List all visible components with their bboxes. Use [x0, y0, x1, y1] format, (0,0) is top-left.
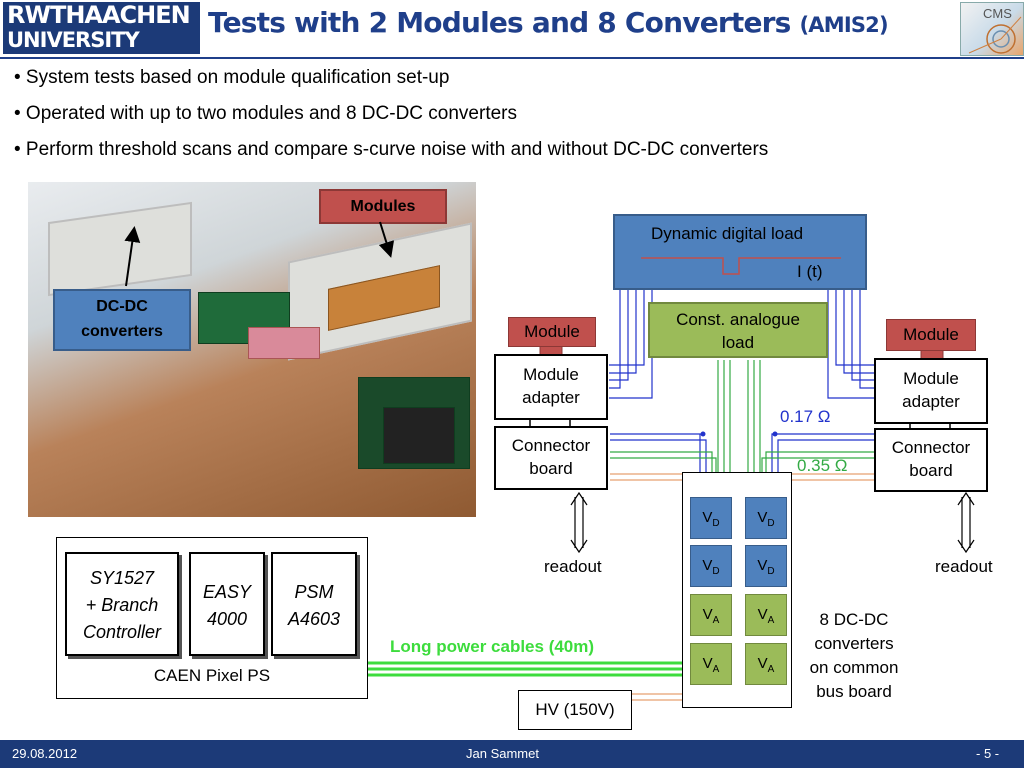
photo-board-pink	[248, 327, 320, 359]
connector-left-line2: board	[529, 459, 573, 478]
slide-title: Tests with 2 Modules and 8 Converters (A…	[208, 6, 889, 46]
photo-arrows	[124, 221, 395, 287]
long-cables-label: Long power cables (40m)	[390, 637, 595, 656]
title-suffix: (AMIS2)	[799, 13, 889, 37]
hv-lines	[610, 473, 876, 701]
converters-caption-2: converters	[814, 634, 894, 653]
hv-supply: HV (150V)	[518, 690, 632, 730]
dynamic-digital-load: Dynamic digital load I (t)	[613, 214, 867, 290]
current-label: I (t)	[797, 262, 823, 281]
sy-line3: Controller	[82, 622, 162, 642]
cms-event-icon	[968, 16, 1022, 54]
setup-photo: Modules DC-DC converters	[28, 182, 476, 517]
module-adapter-right: Module adapter	[874, 358, 988, 424]
analogue-supply-lines	[610, 360, 876, 472]
connector-left-line1: Connector	[511, 436, 591, 455]
adapter-left-line2: adapter	[522, 388, 580, 407]
slide-footer: 29.08.2012 Jan Sammet - 5 -	[0, 740, 1024, 768]
title-main: Tests with 2 Modules and 8 Converters	[208, 6, 791, 39]
modules-callout: Modules	[319, 189, 447, 224]
digital-supply-lines	[609, 287, 876, 472]
adapter-left-line1: Module	[523, 365, 579, 384]
logo-line-1: RWTHAACHEN	[7, 1, 191, 29]
bullet-1: • System tests based on module qualifica…	[14, 67, 450, 88]
const-load-line2: load	[721, 333, 755, 352]
sy1527-box: SY1527 + Branch Controller	[65, 552, 179, 656]
psm-line1: PSM	[294, 582, 334, 602]
sy-line2: + Branch	[85, 595, 159, 615]
adapter-right-line1: Module	[903, 369, 959, 388]
converters-caption-3: on common	[809, 658, 899, 677]
current-waveform	[641, 257, 841, 275]
dynamic-load-label: Dynamic digital load	[651, 224, 804, 243]
logo-line-2: UNIVERSITY	[7, 28, 140, 52]
connector-right-line1: Connector	[891, 438, 971, 457]
readout-arrows	[570, 491, 975, 554]
resistance-analogue: 0.35 Ω	[797, 456, 848, 475]
dcdc-callout: DC-DC converters	[53, 289, 191, 351]
psm-line2: A4603	[287, 609, 341, 629]
sy-line1: SY1527	[89, 568, 155, 588]
converter-va-1: VA	[690, 594, 732, 636]
const-load-line1: Const. analogue	[676, 310, 800, 329]
caen-caption: CAEN Pixel PS	[153, 666, 271, 685]
module-right: Module	[886, 319, 976, 351]
resistance-digital: 0.17 Ω	[780, 407, 831, 426]
const-analogue-load: Const. analogue load	[648, 302, 828, 358]
easy-line1: EASY	[202, 582, 252, 602]
converters-caption-4: bus board	[816, 682, 892, 701]
adapter-right-line2: adapter	[902, 392, 960, 411]
connector-board-right: Connector board	[874, 428, 988, 492]
easy-line2: 4000	[206, 609, 248, 629]
connector-board-left: Connector board	[494, 426, 608, 490]
module-adapter-left: Module adapter	[494, 354, 608, 420]
converter-vd-3: VD	[690, 545, 732, 587]
easy4000-box: EASY 4000	[189, 552, 265, 656]
converter-va-3: VA	[690, 643, 732, 685]
dcdc-callout-line2: converters	[81, 323, 163, 340]
bullet-2: • Operated with up to two modules and 8 …	[14, 103, 517, 124]
cms-logo-label: CMS	[983, 6, 1012, 21]
bullet-3: • Perform threshold scans and compare s-…	[14, 139, 769, 160]
dcdc-callout-line1: DC-DC	[96, 298, 148, 315]
long-power-cables	[368, 661, 684, 677]
footer-page-number: - 5 -	[976, 746, 1000, 761]
photo-board-3	[383, 407, 455, 464]
caen-pixel-ps: SY1527 + Branch Controller EASY 4000 PSM…	[56, 537, 368, 699]
module-left: Module	[508, 317, 596, 347]
footer-date: 29.08.2012	[12, 746, 78, 761]
readout-left: readout	[544, 557, 602, 576]
converter-va-2: VA	[745, 594, 787, 636]
slide-header: RWTHAACHEN UNIVERSITY Tests with 2 Modul…	[0, 0, 1024, 59]
converter-va-4: VA	[745, 643, 787, 685]
converters-caption-1: 8 DC-DC	[819, 610, 889, 629]
footer-author: Jan Sammet	[466, 746, 539, 761]
converter-vd-2: VD	[745, 497, 787, 539]
converter-vd-1: VD	[690, 497, 732, 539]
connector-right-line2: board	[909, 461, 953, 480]
converter-vd-4: VD	[745, 545, 787, 587]
readout-right: readout	[935, 557, 993, 576]
converters-caption: 8 DC-DC converters on common bus board	[798, 608, 910, 704]
rwth-logo: RWTHAACHEN UNIVERSITY	[3, 2, 200, 54]
psm-box: PSM A4603	[271, 552, 357, 656]
